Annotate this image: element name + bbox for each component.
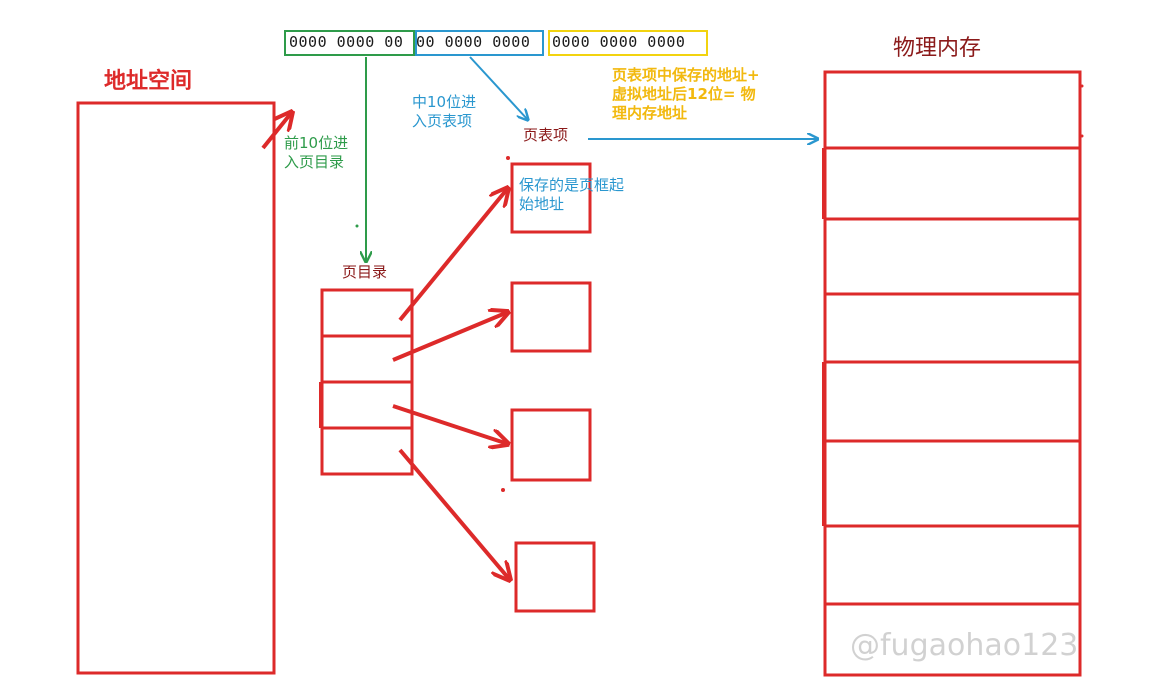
mid10-note: 中10位进 入页表项 — [412, 93, 476, 131]
arrow-dir-to-table-1 — [398, 188, 508, 322]
page-table-entry-title: 页表项 — [523, 126, 569, 144]
physical-address-note-line1: 页表项中保存的地址+ — [612, 66, 760, 84]
page-table-box-3 — [510, 408, 592, 482]
watermark: @fugaohao123 — [850, 628, 1079, 663]
arrow-mid10-to-entry — [469, 56, 528, 120]
physical-address-note: 页表项中保存的地址+ 虚拟地址后12位= 物 理内存地址 — [612, 66, 760, 122]
page-directory-title: 页目录 — [342, 263, 388, 281]
first10-note: 前10位进 入页目录 — [284, 134, 348, 172]
physical-address-note-line3: 理内存地址 — [612, 103, 688, 122]
page-table-box-4 — [514, 541, 596, 613]
physical-memory-block — [822, 70, 1082, 677]
first10-note-line1: 前10位进 — [284, 134, 349, 152]
bits-first-text: 0000 0000 00 — [289, 33, 404, 51]
arrow-dir-to-table-3 — [392, 404, 508, 444]
bits-group-offset12 — [548, 30, 708, 56]
bits-group-first10 — [284, 30, 415, 56]
first10-note-line2: 入页目录 — [284, 152, 345, 171]
arrow-dir-to-table-4 — [398, 448, 510, 580]
arrow-address-to-bits — [261, 112, 292, 150]
mid10-note-line1: 中10位进 — [412, 93, 477, 111]
mid10-note-line2: 入页表项 — [412, 111, 473, 130]
address-space-box — [76, 101, 276, 675]
page-table-box-2 — [510, 281, 592, 353]
frame-address-note: 保存的是页框起 始地址 — [519, 176, 624, 214]
frame-address-note-line1: 保存的是页框起 — [519, 176, 625, 194]
address-space-title: 地址空间 — [104, 69, 193, 94]
bits-group-mid10 — [415, 30, 544, 56]
bits-second-text: 00 0000 0000 — [416, 33, 531, 51]
physical-address-note-line2: 虚拟地址后12位= 物 — [612, 84, 756, 103]
physical-memory-title: 物理内存 — [893, 36, 982, 61]
page-directory-table — [319, 288, 414, 476]
arrow-dir-to-table-2 — [392, 312, 508, 362]
frame-address-note-line2: 始地址 — [519, 194, 565, 213]
bits-third-text: 0000 0000 0000 — [552, 33, 686, 51]
